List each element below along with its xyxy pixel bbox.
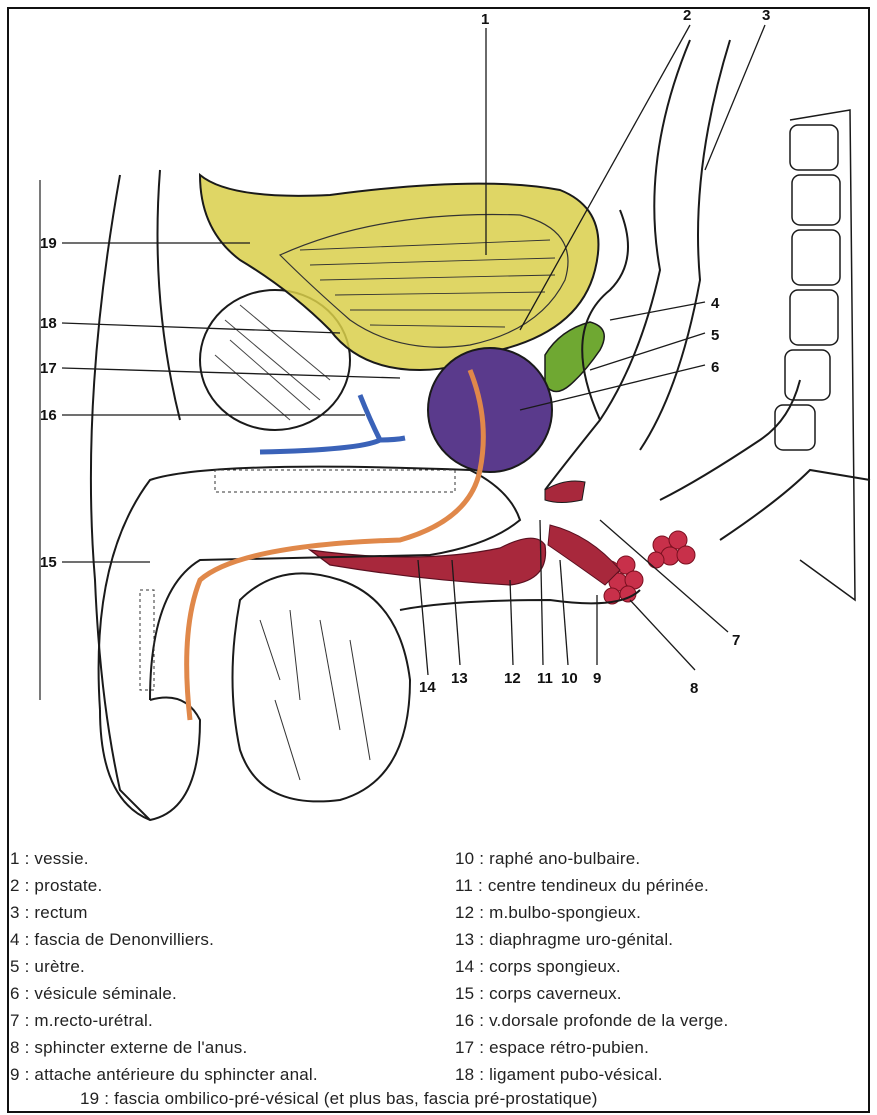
label-19: 19: [40, 235, 57, 252]
label-18: 18: [40, 315, 57, 332]
legend-item: 1 : vessie.: [10, 849, 89, 869]
glans: [100, 698, 200, 821]
legend-item: 8 : sphincter externe de l'anus.: [10, 1038, 247, 1058]
prostate: [428, 348, 552, 472]
ischiocavernosus: [548, 525, 620, 585]
scrotum: [400, 590, 640, 610]
legend-item: 6 : vésicule séminale.: [10, 984, 177, 1004]
legend-item: 14 : corps spongieux.: [455, 957, 621, 977]
label-2: 2: [683, 7, 691, 24]
label-3: 3: [762, 7, 770, 24]
label-16: 16: [40, 407, 57, 424]
label-1: 1: [481, 11, 489, 28]
legend-item: 12 : m.bulbo-spongieux.: [455, 903, 641, 923]
legend-item: 9 : attache antérieure du sphincter anal…: [10, 1065, 318, 1085]
legend-item: 10 : raphé ano-bulbaire.: [455, 849, 640, 869]
label-8: 8: [690, 680, 698, 697]
legend-item: 16 : v.dorsale profonde de la verge.: [455, 1011, 728, 1031]
legend-item: 15 : corps caverneux.: [455, 984, 622, 1004]
testis-texture: [260, 610, 370, 780]
label-15: 15: [40, 554, 57, 571]
recto-urethral-muscle: [545, 481, 585, 503]
testis: [233, 573, 411, 801]
label-4: 4: [711, 295, 720, 312]
legend-item: 5 : urètre.: [10, 957, 85, 977]
label-9: 9: [593, 670, 601, 687]
label-12: 12: [504, 670, 521, 687]
legend-item: 4 : fascia de Denonvilliers.: [10, 930, 214, 950]
sacrum: [775, 110, 855, 600]
label-5: 5: [711, 327, 719, 344]
label-11: 11: [537, 670, 553, 687]
legend-item: 3 : rectum: [10, 903, 88, 923]
seminal-vesicle: [545, 322, 604, 392]
anterior-wall-inner: [158, 170, 181, 420]
legend: 1 : vessie. 2 : prostate. 3 : rectum 4 :…: [0, 845, 877, 1115]
anal-canal: [660, 380, 870, 540]
legend-item: 7 : m.recto-urétral.: [10, 1011, 153, 1031]
label-17: 17: [40, 360, 57, 377]
legend-footer: 19 : fascia ombilico-pré-vésical (et plu…: [80, 1089, 598, 1109]
legend-item: 17 : espace rétro-pubien.: [455, 1038, 649, 1058]
legend-item: 11 : centre tendineux du périnée.: [455, 876, 709, 896]
legend-item: 2 : prostate.: [10, 876, 102, 896]
label-6: 6: [711, 359, 719, 376]
legend-item: 18 : ligament pubo-vésical.: [455, 1065, 663, 1085]
label-13: 13: [451, 670, 468, 687]
legend-item: 13 : diaphragme uro-génital.: [455, 930, 673, 950]
label-7: 7: [732, 632, 740, 649]
label-10: 10: [561, 670, 578, 687]
label-14: 14: [419, 679, 436, 696]
